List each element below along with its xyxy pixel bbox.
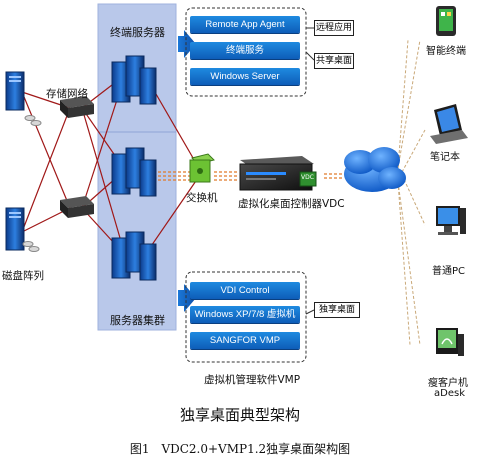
arrow-top [178,30,196,58]
desktop-pc-icon [436,206,466,235]
server-cluster-title: 服务器集群 [110,314,165,327]
laptop-icon [430,104,468,144]
storage-switch-top [60,96,94,118]
terminal-service-button[interactable]: 终端服务 [190,42,300,59]
remote-app-label: 远程应用 [314,20,354,36]
device-laptop: 笔记本 [430,152,460,163]
thin-client-icon [436,328,464,356]
vdc-badge: VDC [301,174,314,181]
architecture-diagram [5,3,468,363]
storage-server-bottom [5,207,25,251]
windows-server-button[interactable]: Windows Server [190,68,300,85]
device-thin-client: 瘦客户机 [428,378,468,389]
remote-app-agent-button[interactable]: Remote App Agent [190,16,300,33]
sangfor-vmp-button[interactable]: SANGFOR VMP [190,332,300,349]
vdc-controller-label: 虚拟化桌面控制器VDC [238,198,345,210]
device-links [397,39,426,346]
disk-array-label: 磁盘阵列 [2,270,44,282]
arrow-bottom [178,284,196,312]
figure-caption: 图1 VDC2.0+VMP1.2独享桌面架构图 [129,442,351,456]
cluster-servers-mid [111,147,157,197]
terminal-server-title: 终端服务器 [110,26,165,39]
device-pc: 普通PC [432,266,466,277]
shared-desktop-label: 共享桌面 [314,53,354,69]
cluster-servers-top [111,55,157,105]
device-smart-terminal: 智能终端 [426,46,466,57]
windows-vm-button[interactable]: Windows XP/7/8 虚拟机 [190,306,300,323]
vdi-box [185,271,307,363]
vdi-control-button[interactable]: VDI Control [190,282,300,299]
storage-network-label: 存储网络 [46,88,88,100]
figure-title: 独享桌面典型架构 [179,406,300,424]
vdc-controller-icon [239,156,317,191]
switch-label: 交换机 [186,192,218,204]
storage-server-top [5,71,25,111]
device-adesk: aDesk [434,388,465,399]
storage-switch-bottom [60,196,94,218]
smart-terminal-icon [436,6,456,36]
exclusive-desktop-label: 独享桌面 [314,302,360,318]
cloud-icon [344,147,406,192]
cluster-servers-bottom [111,231,157,281]
switch-icon [189,153,215,183]
vmp-caption: 虚拟机管理软件VMP [204,374,301,386]
